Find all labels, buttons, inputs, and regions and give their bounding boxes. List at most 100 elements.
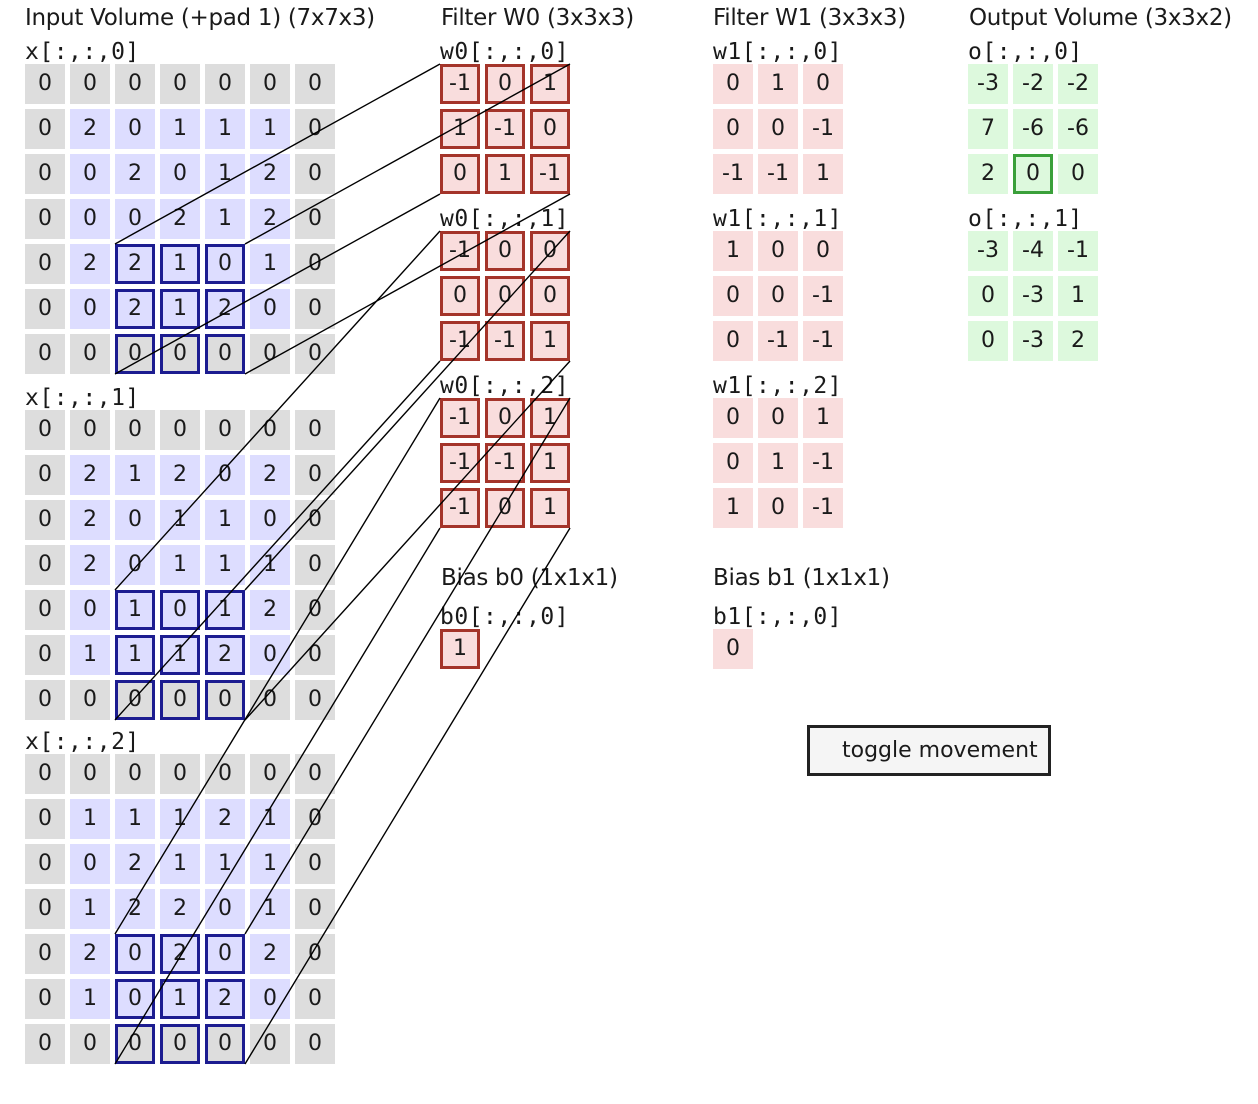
input-cell: 0 [25,844,65,884]
filter-w0-title: Filter W0 (3x3x3) [441,5,634,31]
input-cell: 1 [250,799,290,839]
filter-w0-cell: -1 [530,154,570,194]
input-cell: 0 [250,289,290,329]
input-cell: 0 [115,934,155,974]
input-cell: 1 [160,799,200,839]
input-cell: 0 [25,590,65,630]
filter-w0-cell: 0 [485,398,525,438]
input-cell: 0 [295,154,335,194]
input-cell: 0 [25,64,65,104]
filter-w1-cell: -1 [803,276,843,316]
filter-w1-cell: -1 [803,443,843,483]
input-cell: 0 [25,244,65,284]
output-cell: 0 [1013,154,1053,194]
filter-w1-slice-label: w1[:,:,2] [713,373,843,399]
input-cell: 2 [160,934,200,974]
bias-b1-label: b1[:,:,0] [713,604,843,630]
input-cell: 1 [115,799,155,839]
filter-w1-cell: 0 [713,109,753,149]
input-slice-label: x[:,:,2] [25,729,140,755]
input-cell: 1 [160,844,200,884]
filter-w0-cell: -1 [485,443,525,483]
bias-b1-cell: 0 [713,629,753,669]
input-cell: 0 [205,1024,245,1064]
input-cell: 0 [25,410,65,450]
filter-w0-cell: 1 [530,321,570,361]
input-cell: 1 [160,109,200,149]
input-cell: 0 [115,334,155,374]
output-cell: -3 [1013,321,1053,361]
filter-w1-cell: 1 [713,231,753,271]
input-cell: 0 [295,109,335,149]
filter-w0-cell: -1 [440,443,480,483]
input-cell: 1 [115,635,155,675]
input-cell: 0 [295,1024,335,1064]
filter-w0-cell: -1 [440,231,480,271]
input-cell: 0 [115,1024,155,1064]
input-cell: 0 [25,455,65,495]
toggle-movement-button[interactable]: toggle movement [807,725,1051,776]
filter-w1-cell: -1 [713,154,753,194]
filter-w1-slice-label: w1[:,:,1] [713,206,843,232]
input-cell: 0 [250,754,290,794]
filter-w1-cell: 0 [758,231,798,271]
input-cell: 2 [205,635,245,675]
input-cell: 2 [70,109,110,149]
bias-b0-label: b0[:,:,0] [440,604,570,630]
input-cell: 0 [295,934,335,974]
input-cell: 0 [295,979,335,1019]
filter-w0-cell: 0 [440,276,480,316]
input-cell: 0 [160,1024,200,1064]
input-cell: 0 [115,754,155,794]
input-cell: 0 [25,934,65,974]
input-cell: 2 [205,799,245,839]
filter-w1-cell: 0 [713,398,753,438]
input-cell: 0 [115,410,155,450]
input-cell: 0 [115,199,155,239]
input-cell: 1 [160,635,200,675]
input-cell: 0 [160,334,200,374]
input-cell: 1 [160,244,200,284]
input-cell: 0 [160,590,200,630]
output-cell: 0 [968,276,1008,316]
filter-w0-slice-label: w0[:,:,2] [440,373,570,399]
input-cell: 0 [70,680,110,720]
input-cell: 1 [250,109,290,149]
input-cell: 0 [160,154,200,194]
input-cell: 2 [205,979,245,1019]
input-cell: 0 [295,334,335,374]
output-cell: -2 [1058,64,1098,104]
input-volume-title: Input Volume (+pad 1) (7x7x3) [25,5,375,31]
input-cell: 0 [295,289,335,329]
input-cell: 0 [70,1024,110,1064]
input-cell: 0 [295,455,335,495]
output-cell: 2 [1058,321,1098,361]
filter-w1-cell: 0 [803,64,843,104]
input-cell: 0 [205,334,245,374]
input-cell: 1 [160,289,200,329]
input-cell: 0 [295,545,335,585]
filter-w1-cell: -1 [803,109,843,149]
filter-w1-cell: 0 [713,276,753,316]
input-cell: 0 [250,500,290,540]
output-cell: 7 [968,109,1008,149]
input-cell: 0 [295,844,335,884]
input-cell: 2 [115,154,155,194]
input-cell: 1 [205,545,245,585]
filter-w1-cell: 1 [758,443,798,483]
input-cell: 2 [70,244,110,284]
input-cell: 0 [25,289,65,329]
input-cell: 0 [70,754,110,794]
filter-w0-cell: 1 [440,109,480,149]
filter-w1-title: Filter W1 (3x3x3) [713,5,906,31]
filter-w0-cell: 0 [485,488,525,528]
input-cell: 0 [115,680,155,720]
filter-w1-cell: -1 [803,488,843,528]
input-cell: 2 [70,500,110,540]
filter-w0-cell: 1 [530,488,570,528]
input-cell: 1 [70,635,110,675]
input-cell: 0 [160,64,200,104]
filter-w0-cell: 0 [485,64,525,104]
output-slice-label: o[:,:,1] [968,206,1083,232]
